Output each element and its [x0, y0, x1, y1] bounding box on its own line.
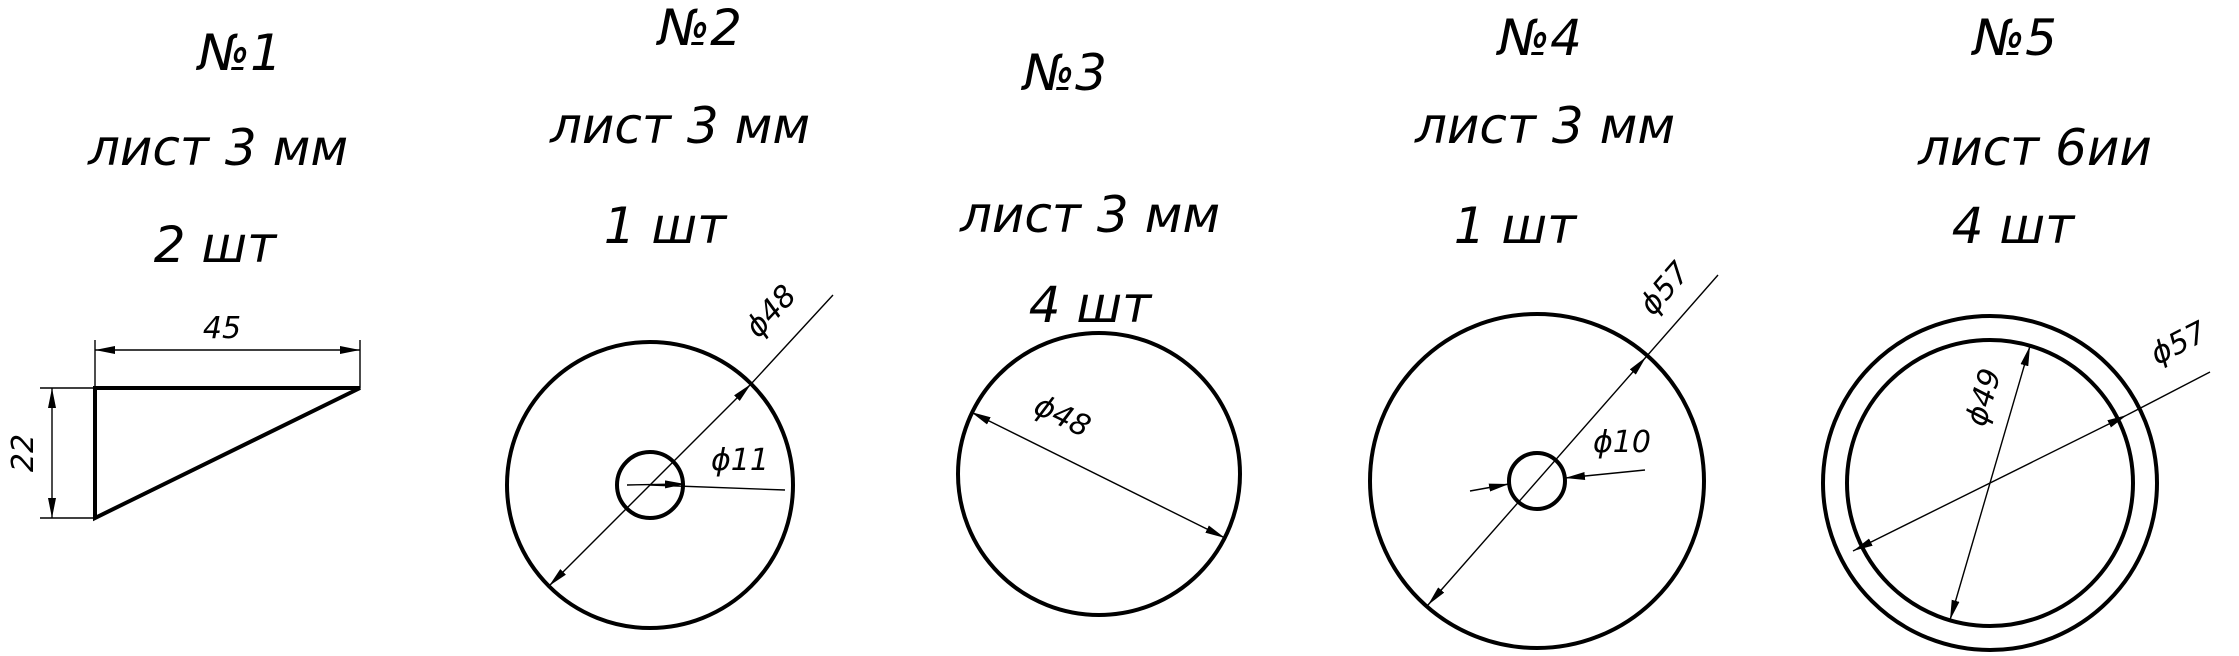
part-4-material: лист 3 мм: [1414, 97, 1675, 155]
inner-diameter-label: ϕ11: [711, 443, 769, 478]
inner-diameter-arrow-left: [1469, 483, 1510, 492]
part-5: №5 лист 6ии 4 шт ϕ57 ϕ49: [1821, 9, 2213, 652]
ring-outer-circle: [1821, 314, 2159, 652]
triangle-part-outline: [93, 386, 361, 522]
inner-diameter-leader: [649, 484, 786, 491]
part-4-quantity: 1 шт: [1454, 197, 1578, 255]
part-5-material: лист 6ии: [1917, 119, 2152, 177]
inner-diameter-arrow-right: [1564, 469, 1646, 480]
outer-diameter-label: ϕ57: [1633, 255, 1697, 322]
outer-diameter-leader: [750, 294, 834, 385]
part-3-number: №3: [1020, 44, 1107, 102]
outer-diameter-leader: [1645, 274, 1719, 358]
inner-diameter-label: ϕ10: [1593, 425, 1651, 460]
part-2-material: лист 3 мм: [549, 97, 810, 155]
part-4-number: №4: [1495, 9, 1582, 67]
outer-circle: [505, 340, 795, 630]
diameter-label: ϕ48: [1028, 388, 1095, 445]
part-5-quantity: 4 шт: [1952, 197, 2076, 255]
outer-circle: [1368, 312, 1706, 650]
diameter-line: [970, 411, 1226, 539]
outer-diameter-label: ϕ48: [738, 278, 803, 344]
part-3: №3 лист 3 мм 4 шт ϕ48: [956, 44, 1242, 617]
part-5-number: №5: [1970, 9, 2057, 67]
part-2-number: №2: [655, 0, 742, 57]
part-3-material: лист 3 мм: [959, 186, 1220, 244]
part-1-number: №1: [195, 24, 282, 82]
inner-diameter-arrow: [626, 480, 686, 489]
part-1: №1 лист 3 мм 2 шт 45 22: [6, 24, 361, 522]
inner-diameter-line: [1949, 345, 2031, 621]
width-dimension-label: 45: [203, 311, 241, 346]
inner-diameter-label: ϕ49: [1959, 365, 2009, 430]
part-3-quantity: 4 шт: [1029, 276, 1153, 334]
disc-circle: [956, 331, 1242, 617]
outer-diameter-label: ϕ57: [2145, 315, 2213, 373]
outer-diameter-line: [1427, 356, 1647, 606]
outer-diameter-leader: [2126, 371, 2211, 416]
part-2: №2 лист 3 мм 1 шт ϕ48 ϕ11: [505, 0, 834, 630]
height-dimension-label: 22: [6, 434, 41, 472]
part-4: №4 лист 3 мм 1 шт ϕ57 ϕ10: [1368, 9, 1719, 650]
part-1-quantity: 2 шт: [154, 216, 278, 274]
part-1-material: лист 3 мм: [87, 119, 348, 177]
part-2-quantity: 1 шт: [604, 197, 728, 255]
ring-inner-circle: [1845, 338, 2135, 628]
